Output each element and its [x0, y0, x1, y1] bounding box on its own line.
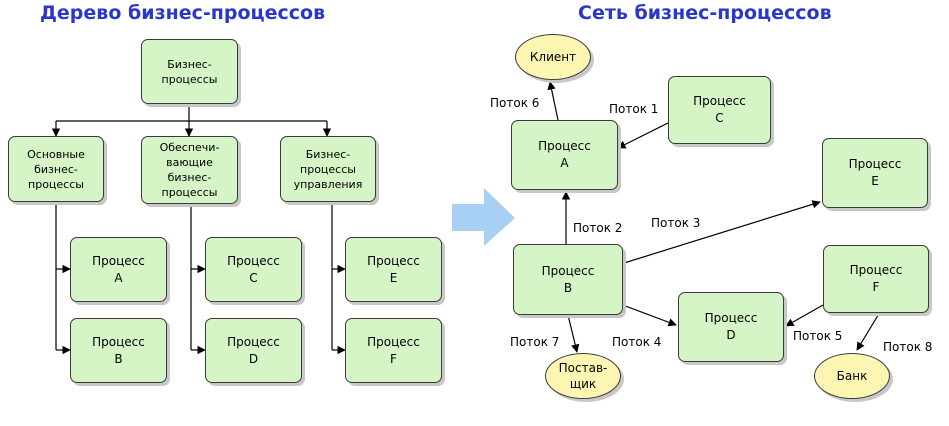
network-process-b: Процесс B	[513, 244, 623, 315]
tree-process-f: Процесс F	[345, 318, 442, 383]
tree-branch-main: Основные бизнес- процессы	[8, 136, 104, 202]
network-process-c: Процесс C	[668, 76, 771, 144]
transition-arrow-icon	[452, 188, 515, 246]
flow-7-line	[567, 314, 580, 353]
external-client: Клиент	[515, 34, 591, 80]
flow-7-label: Поток 7	[510, 335, 560, 349]
flow-8-line	[856, 311, 881, 351]
tree-title: Дерево бизнес-процессов	[40, 2, 326, 24]
external-bank: Банк	[814, 353, 890, 399]
flow-5-label: Поток 5	[793, 329, 843, 343]
network-process-f: Процесс F	[823, 245, 929, 313]
network-title: Сеть бизнес-процессов	[578, 2, 832, 24]
flow-2-label: Поток 2	[573, 221, 623, 235]
flow-6-line	[547, 81, 559, 121]
tree-process-d: Процесс D	[205, 318, 302, 383]
flow-1-line	[617, 122, 669, 149]
tree-branch-management: Бизнес- процессы управления	[280, 136, 376, 202]
external-supplier: Постав- щик	[545, 353, 621, 399]
flow-1-label: Поток 1	[609, 102, 659, 116]
network-process-a: Процесс A	[511, 120, 618, 190]
tree-branch-support: Обеспечи- вающие бизнес- процессы	[141, 136, 238, 204]
flow-4-line	[619, 303, 677, 327]
flow-4-label: Поток 4	[612, 335, 662, 349]
flow-6-label: Поток 6	[490, 96, 540, 110]
tree-process-a: Процесс A	[70, 237, 167, 302]
flow-3-label: Поток 3	[651, 216, 701, 230]
tree-process-b: Процесс B	[70, 318, 167, 383]
flow-5-line	[785, 304, 824, 327]
tree-process-e: Процесс E	[345, 237, 442, 302]
tree-root-node: Бизнес- процессы	[141, 39, 238, 104]
network-process-d: Процесс D	[678, 292, 784, 362]
flow-8-label: Поток 8	[883, 340, 933, 354]
network-process-e: Процесс E	[822, 138, 928, 208]
flow-3-line	[623, 200, 821, 264]
tree-process-c: Процесс C	[205, 237, 302, 302]
